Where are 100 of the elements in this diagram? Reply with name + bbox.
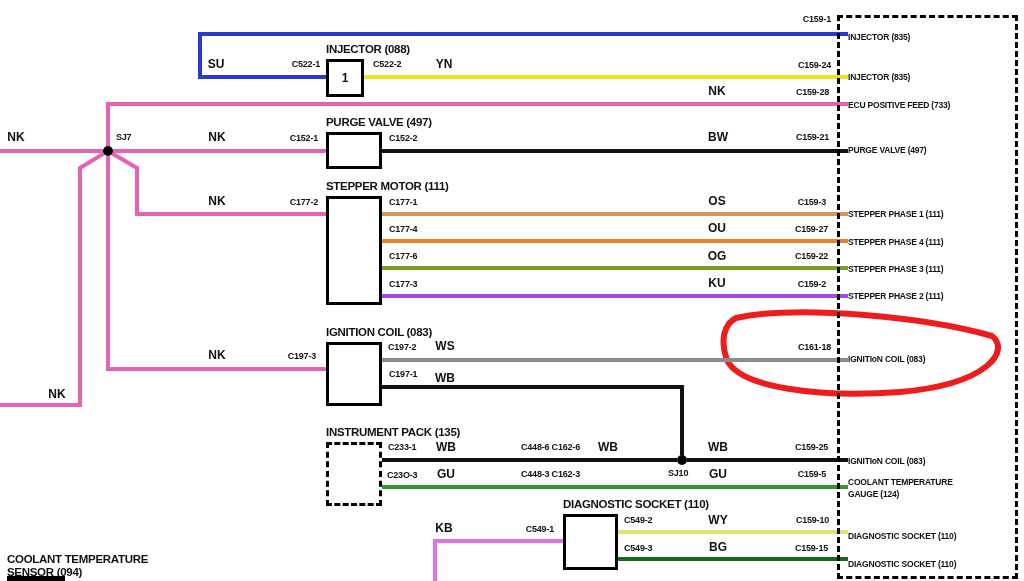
pin-function-label: STEPPER PHASE 1 (111)	[848, 208, 944, 220]
component-title: PURGE VALVE (497)	[326, 116, 432, 129]
pin-label: C522-2	[373, 58, 402, 70]
wire	[0, 149, 103, 153]
wire	[111, 151, 326, 216]
wire-code: WB	[598, 440, 618, 454]
wire	[382, 239, 848, 243]
component-title: DIAGNOSTIC SOCKET (110)	[563, 498, 709, 511]
wire	[382, 266, 848, 270]
pin-label: C549-1	[525, 523, 554, 535]
pin-label: C159-2	[797, 278, 826, 290]
wire	[382, 385, 684, 455]
pin-label: C197-1	[389, 368, 418, 380]
wire-code: WB	[708, 440, 728, 454]
pin-function-label: IGNITIoN COIL (083)	[848, 353, 926, 365]
pin-label: C152-1	[289, 132, 318, 144]
pin-function-label: ECU POSITIVE FEED (733)	[848, 99, 951, 111]
wire	[382, 458, 677, 462]
pin-function-label: COOLANT TEMPERATURE GAUGE (124)	[848, 476, 968, 500]
pin-label: C197-3	[287, 350, 316, 362]
pin-function-label: IGNITIoN COIL (083)	[848, 455, 926, 467]
pin-function-label: DIAGNOSTIC SOCKET (110)	[848, 558, 957, 570]
splice-label: SJ7	[116, 132, 132, 143]
wire	[198, 32, 848, 79]
component-title: STEPPER MOTOR (111)	[326, 180, 449, 193]
splice-dot	[103, 146, 113, 156]
wire-code: YN	[435, 57, 453, 71]
pin-function-label: PURGE VALVE (497)	[848, 144, 927, 156]
wire-code: NK	[48, 387, 66, 401]
pin-label: C159-3	[797, 196, 826, 208]
pin-label: C177-3	[389, 278, 418, 290]
wire-code: GU	[437, 467, 455, 481]
splice-dot	[677, 455, 687, 465]
pin-function-label: STEPPER PHASE 2 (111)	[848, 290, 944, 302]
component-title: INSTRUMENT PACK (135)	[326, 426, 461, 439]
pin-label: C159-15	[794, 542, 828, 554]
wire-code: WY	[708, 513, 728, 527]
wire-code: NK	[708, 84, 726, 98]
pin-function-label: DIAGNOSTIC SOCKET (110)	[848, 530, 957, 542]
wire-code: NK	[7, 130, 25, 144]
pin-label: C177-2	[289, 196, 318, 208]
pin-label: C549-2	[624, 514, 653, 526]
pin-function-label: STEPPER PHASE 4 (111)	[848, 236, 944, 248]
pin-function-label: INJECTOR (835)	[848, 71, 911, 83]
wire-code: OU	[708, 221, 726, 235]
pin-function-label: STEPPER PHASE 3 (111)	[848, 263, 944, 275]
pin-label: C448-6 C162-6	[521, 441, 580, 453]
wire	[0, 151, 105, 407]
wire-code: KB	[435, 521, 453, 535]
pin-label: C522-1	[291, 58, 320, 70]
splice-label: SJ10	[668, 468, 689, 479]
wire-code: NK	[208, 130, 226, 144]
component-number: 1	[341, 71, 349, 85]
wire-code: OS	[708, 194, 726, 208]
wire-code: WS	[435, 339, 455, 353]
wire	[618, 557, 848, 561]
pin-label: C177-4	[389, 223, 418, 235]
wire-code: GU	[709, 467, 727, 481]
pin-label: C159-5	[797, 468, 826, 480]
wire-code: SU	[207, 57, 225, 71]
wire	[113, 149, 326, 153]
wire	[382, 358, 848, 362]
wire	[433, 539, 563, 581]
pin-label: C159-24	[797, 59, 831, 71]
wire	[382, 212, 848, 216]
wire-code: WB	[436, 440, 456, 454]
pin-label: C159-28	[795, 86, 829, 98]
wire-code: KU	[708, 276, 726, 290]
pin-label: C159-21	[795, 131, 829, 143]
pin-label: C159-1	[802, 13, 831, 25]
pin-label: C152-2	[389, 132, 418, 144]
pin-label: C177-6	[389, 250, 418, 262]
wire-code: WB	[435, 371, 455, 385]
pin-label: C159-10	[795, 514, 829, 526]
wire-code: NK	[208, 194, 226, 208]
component-title: COOLANT TEMPERATURE SENSOR (094)	[7, 553, 150, 579]
wire-code: BG	[709, 540, 727, 554]
wire	[618, 530, 848, 534]
wire	[382, 149, 848, 153]
wire-code: OG	[707, 249, 727, 263]
wire	[106, 102, 848, 146]
pin-label: C177-1	[389, 196, 418, 208]
pin-label: C197-2	[388, 341, 417, 353]
wire	[106, 156, 326, 371]
pin-label: C159-25	[794, 441, 828, 453]
pin-label: C448-3 C162-3	[521, 468, 580, 480]
control-unit-box	[837, 15, 1018, 579]
pin-label: C233-1	[388, 441, 417, 453]
wire	[382, 485, 848, 489]
pin-label: C23O-3	[387, 469, 418, 481]
wire-code: BW	[708, 130, 728, 144]
wire-code: NK	[208, 348, 226, 362]
wire	[364, 75, 848, 79]
wire	[382, 294, 848, 298]
pin-function-label: INJECTOR (835)	[848, 31, 911, 43]
pin-label: C161-18	[797, 341, 831, 353]
pin-label: C549-3	[624, 542, 653, 554]
pin-label: C159-27	[794, 223, 828, 235]
pin-label: C159-22	[794, 250, 828, 262]
wire	[687, 458, 848, 462]
